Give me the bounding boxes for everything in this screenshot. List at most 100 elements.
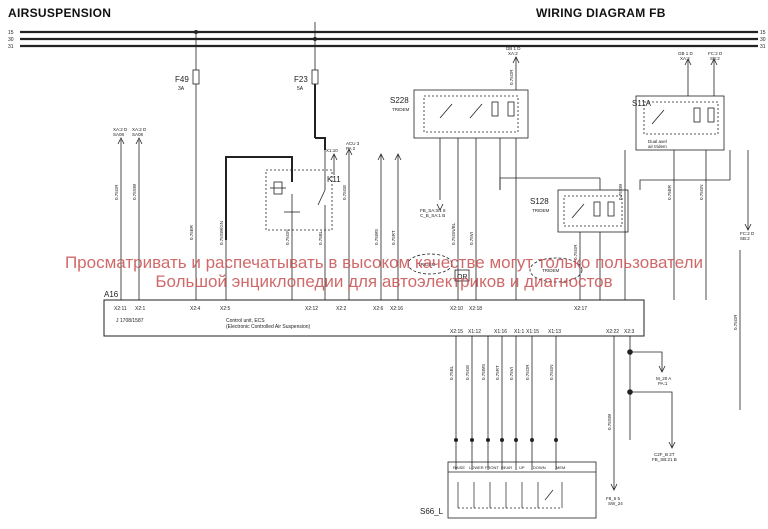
harness-wires: M_20 A PA:1 C2F_B 2T FB_SB:21 B F8_6 5 S… (453, 250, 741, 506)
switch-s128-sub: TRIDEM (532, 208, 550, 213)
wire-code-24: 0.75SW (607, 413, 612, 430)
ecu-a16-label: A16 (104, 290, 119, 299)
ref-f-2: SW_24 (608, 501, 623, 506)
ecu-pin-bottom-7: X2:3 (624, 329, 635, 335)
ecu-pin-top-8: X2:10 (450, 306, 463, 312)
wire-code-19: 0.75WS (481, 364, 486, 380)
watermark-line-2: Большой энциклопедии для автоэлектриков … (155, 272, 613, 291)
fuse-f49-label: F49 (175, 75, 189, 84)
interconnect-wires (225, 150, 730, 300)
ecu-pin-bottom-5: X1:13 (548, 329, 561, 335)
fuse-f23-rating: 5A (297, 86, 304, 92)
ecu-pin-top-6: X2:6 (373, 306, 384, 312)
wire-code-14: 0.75SW (618, 183, 623, 200)
bus-label-15-right: 15 (760, 30, 766, 36)
ref-top-left-b-1: XA:2 D (132, 127, 147, 132)
wire-code-16: 0.75GN (699, 184, 704, 200)
ecu-pin-top-10: X2:17 (574, 306, 587, 312)
tridem-marker-2: TRIDEM (542, 268, 560, 273)
ref-k11-2: PA 2 (346, 146, 356, 151)
bus-label-30: 30 (8, 37, 14, 43)
ref-s11a-a-1: GB 1 D (678, 51, 694, 56)
ref-s11a-a-2: XA:2 (680, 56, 690, 61)
s66-label-1: LOWER (469, 465, 484, 470)
ecu-a16-line1: Control unit, ECS (226, 318, 265, 324)
bus-label-30-right: 30 (760, 37, 766, 43)
ref-top-left-b-2: SA08 (132, 132, 144, 137)
switch-s11a-label: S11A (632, 99, 652, 108)
ref-k11-side: X1:10 (326, 148, 338, 153)
ref-m-2: PA:1 (658, 381, 668, 386)
ecu-pin-bottom-6: X2:22 (606, 329, 619, 335)
wire-code-22: 0.75OR (525, 364, 530, 380)
ref-s228-2: C_B_SA:1 B (420, 213, 445, 218)
ref-right-2: SB:2 (740, 236, 750, 241)
s66-label-0: RAISE (453, 465, 465, 470)
relay-k11: K11 (225, 150, 341, 300)
wire-code-6: 0.75BL (318, 230, 323, 245)
ref-s228-top-1: DB 1 D (506, 46, 521, 51)
switch-s66l: RAISE LOWER FRONT REAR UP DOWN MEM S66_L (420, 461, 597, 519)
bus-label-31: 31 (8, 44, 14, 50)
ecu-pin-bottom-1: X1:12 (468, 329, 481, 335)
switch-s66l-label: S66_L (420, 507, 444, 516)
relay-k11-label: K11 (327, 175, 341, 184)
ref-s228-top-2: XA:2 (508, 51, 518, 56)
wire-code-20: 0.75RT (495, 365, 500, 380)
ecu-pin-bottom-2: X1:16 (494, 329, 507, 335)
bus-label-31-right: 31 (760, 44, 766, 50)
ref-top-left-a-1: XA:2 D (113, 127, 128, 132)
ecu-pin-top-1: X2:1 (135, 306, 146, 312)
switch-s228-label: S228 (390, 96, 409, 105)
bus-label-15: 15 (8, 30, 14, 36)
fuse-f23-label: F23 (294, 75, 308, 84)
ecu-bottom-pins: X2:15 X1:12 X1:16 X1:1 X1:15 X1:13 X2:22… (450, 329, 635, 335)
tridem-markers: TRIDEM TRIDEM OR (407, 253, 583, 283)
ref-top-left-a-2: SA08 (113, 132, 125, 137)
wire-code-7: 0.75GE (342, 185, 347, 200)
fuse-f49-rating: 3A (178, 86, 185, 92)
switch-s11a: S11A Dual axel air tridem GB 1 D XA:2 FC… (632, 51, 755, 300)
ecu-a16-line2: (Electronic Controlled Air Suspension) (226, 324, 311, 330)
switch-s11a-note1: Dual axel (648, 139, 667, 144)
wire-code-1: 0.75GR (114, 184, 119, 200)
ref-c-1: C2F_B 2T (654, 452, 675, 457)
s66-label-3: REAR (501, 465, 512, 470)
ecu-pin-bottom-4: X1:15 (526, 329, 539, 335)
or-box-label: OR (457, 274, 468, 281)
ref-right-1: FC:2 D (740, 231, 755, 236)
ecu-pin-top-2: X2:4 (190, 306, 201, 312)
wire-code-21: 0.75VI (509, 367, 514, 380)
ref-f-1: F8_6 5 (606, 496, 621, 501)
ecu-pin-top-5: X2:2 (336, 306, 347, 312)
s66-label-6: MEM (556, 465, 565, 470)
switch-s11a-note2: air tridem (648, 144, 667, 149)
k11-refs: X1:10 ACU 3 PA 2 (326, 141, 402, 300)
wire-code-4: 0.75SW/GN (219, 221, 224, 245)
bus-labels: 15 30 31 15 30 31 (8, 30, 766, 50)
wire-code-11: 0.75VI (469, 232, 474, 245)
s66-label-2: FRONT (485, 465, 499, 470)
wire-code-25: 0.75GR (733, 314, 738, 330)
ref-s11a-b-1: FC:2 D (708, 51, 723, 56)
left-refs: XA:2 D SA08 XA:2 D SA08 (113, 127, 147, 300)
wire-code-10: 0.75GN/BL (451, 222, 456, 245)
tridem-marker-1: TRIDEM (418, 262, 436, 267)
wire-code-3: 0.75BR (189, 224, 194, 240)
system-title: AIRSUSPENSION (8, 6, 112, 20)
ecu-pin-top-3: X2:5 (220, 306, 231, 312)
ref-c-2: FB_SB:21 B (652, 457, 677, 462)
diagram-title: WIRING DIAGRAM FB (536, 6, 666, 20)
ecu-pin-top-7: X2:16 (390, 306, 403, 312)
ecu-pin-top-9: X2:18 (469, 306, 482, 312)
ecu-top-pins: X2:11 X2:1 X2:4 X2:5 X2:12 X2:2 X2:6 X2:… (114, 306, 587, 312)
ecu-pin-bottom-0: X2:15 (450, 329, 463, 335)
wire-code-2: 0.75SW (132, 183, 137, 200)
wire-code-15: 0.75BR (667, 184, 672, 200)
ref-k11-1: ACU 3 (346, 141, 360, 146)
wire-code-8: 0.75WS (374, 229, 379, 245)
switch-s128: S128 TRIDEM (530, 178, 629, 300)
wire-code-13: 0.75GR (573, 244, 578, 260)
